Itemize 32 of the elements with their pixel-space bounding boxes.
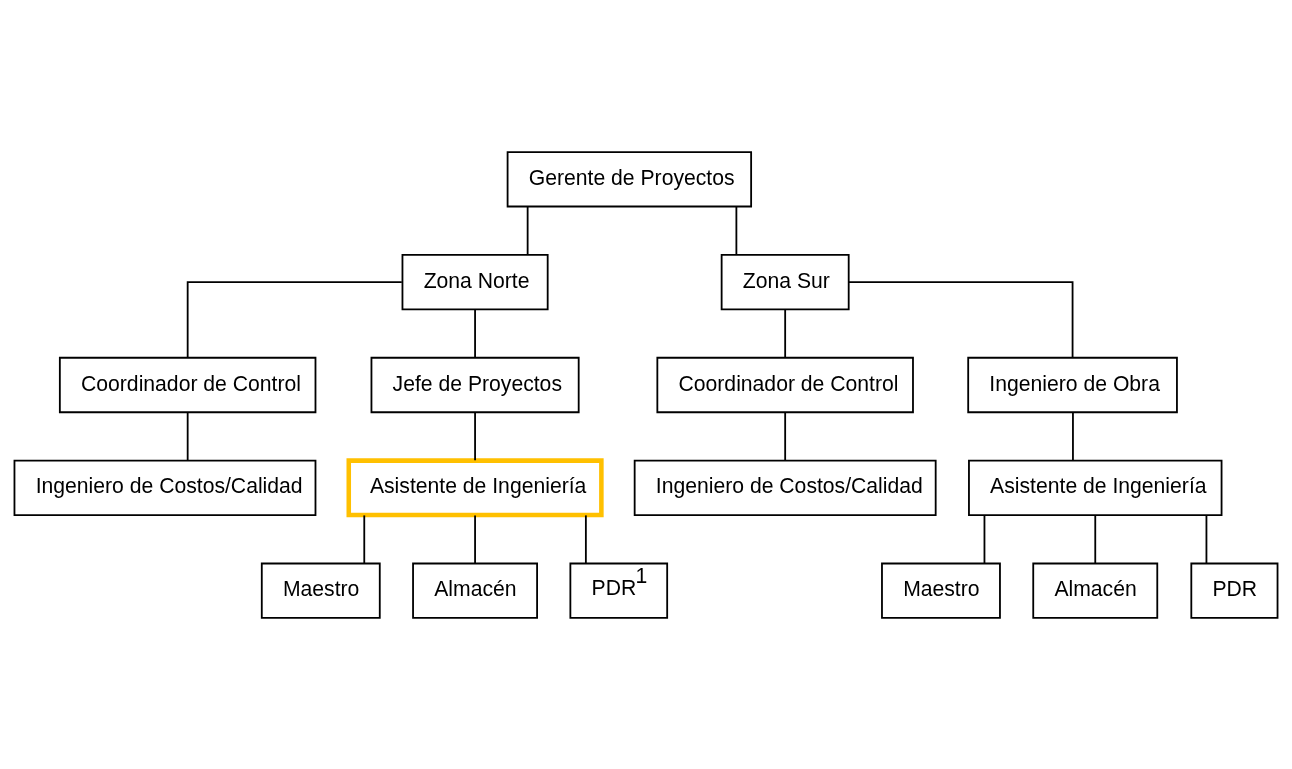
node-box: Ingeniero de Obra [967,356,1178,413]
connector [1205,514,1208,564]
connector [474,308,476,358]
connector [784,308,787,358]
node-box: Ingeniero de Costos/Calidad [13,459,317,516]
node-box: Almacén [1032,562,1159,619]
node-box: Maestro [881,562,1001,619]
connector [735,205,738,255]
connector [1072,411,1074,461]
connector [474,514,476,564]
connector [584,514,587,564]
node-box: Almacén [412,562,538,619]
node-box: Asistente de Ingeniería [346,457,604,517]
node-box: PDR [1190,562,1279,619]
node-box: Ingeniero de Costos/Calidad [633,459,937,516]
connector [363,514,366,564]
connector [848,280,1074,358]
node-box: Maestro [260,562,381,619]
node-box: Zona Norte [401,253,549,310]
connector [983,514,986,564]
connector [186,280,403,358]
node-box: Coordinador de Control [58,356,317,413]
connector [526,205,529,255]
node-box: Asistente de Ingeniería [968,459,1223,516]
node-box: Coordinador de Control [656,356,914,413]
connector [474,411,476,461]
node-box: Zona Sur [720,253,850,310]
connector [1094,514,1097,564]
connector [186,411,189,461]
node-box: Jefe de Proyectos [370,356,580,413]
connector [784,411,787,461]
node-box: Gerente de Proyectos [506,150,753,207]
